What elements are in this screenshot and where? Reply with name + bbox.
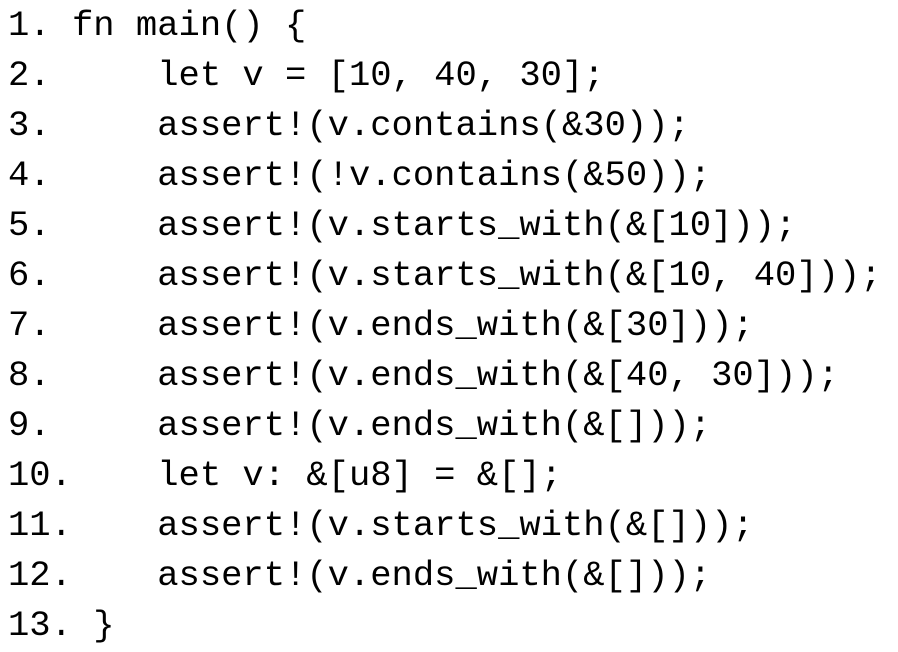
code-line: 6. assert!(v.starts_with(&[10, 40])); <box>8 251 898 301</box>
code-line: 4. assert!(!v.contains(&50)); <box>8 151 898 201</box>
line-code: assert!(!v.contains(&50)); <box>72 155 712 196</box>
line-number: 2. <box>8 55 51 96</box>
line-number: 1. <box>8 5 51 46</box>
line-code: } <box>72 605 115 646</box>
code-line: 5. assert!(v.starts_with(&[10])); <box>8 201 898 251</box>
code-line: 11. assert!(v.starts_with(&[])); <box>8 501 898 551</box>
line-number: 7. <box>8 305 51 346</box>
line-number: 9. <box>8 405 51 446</box>
code-line: 8. assert!(v.ends_with(&[40, 30])); <box>8 351 898 401</box>
line-number: 12. <box>8 555 72 596</box>
code-line: 13. } <box>8 601 898 651</box>
line-code: assert!(v.starts_with(&[])); <box>72 505 754 546</box>
line-number: 13. <box>8 605 72 646</box>
line-number: 6. <box>8 255 51 296</box>
code-line: 3. assert!(v.contains(&30)); <box>8 101 898 151</box>
line-code: assert!(v.ends_with(&[])); <box>72 555 712 596</box>
line-code: assert!(v.contains(&30)); <box>72 105 690 146</box>
code-line: 2. let v = [10, 40, 30]; <box>8 51 898 101</box>
line-number: 10. <box>8 455 72 496</box>
code-line: 1. fn main() { <box>8 1 898 51</box>
line-code: assert!(v.starts_with(&[10])); <box>72 205 797 246</box>
line-code: assert!(v.starts_with(&[10, 40])); <box>72 255 882 296</box>
line-number: 8. <box>8 355 51 396</box>
line-number: 3. <box>8 105 51 146</box>
code-line: 12. assert!(v.ends_with(&[])); <box>8 551 898 601</box>
line-code: let v: &[u8] = &[]; <box>72 455 562 496</box>
line-number: 4. <box>8 155 51 196</box>
code-line: 10. let v: &[u8] = &[]; <box>8 451 898 501</box>
line-code: assert!(v.ends_with(&[])); <box>72 405 712 446</box>
line-number: 5. <box>8 205 51 246</box>
line-number: 11. <box>8 505 72 546</box>
line-code: assert!(v.ends_with(&[30])); <box>72 305 754 346</box>
line-code: fn main() { <box>72 5 307 46</box>
code-line: 9. assert!(v.ends_with(&[])); <box>8 401 898 451</box>
line-code: let v = [10, 40, 30]; <box>72 55 605 96</box>
code-line: 7. assert!(v.ends_with(&[30])); <box>8 301 898 351</box>
line-code: assert!(v.ends_with(&[40, 30])); <box>72 355 839 396</box>
